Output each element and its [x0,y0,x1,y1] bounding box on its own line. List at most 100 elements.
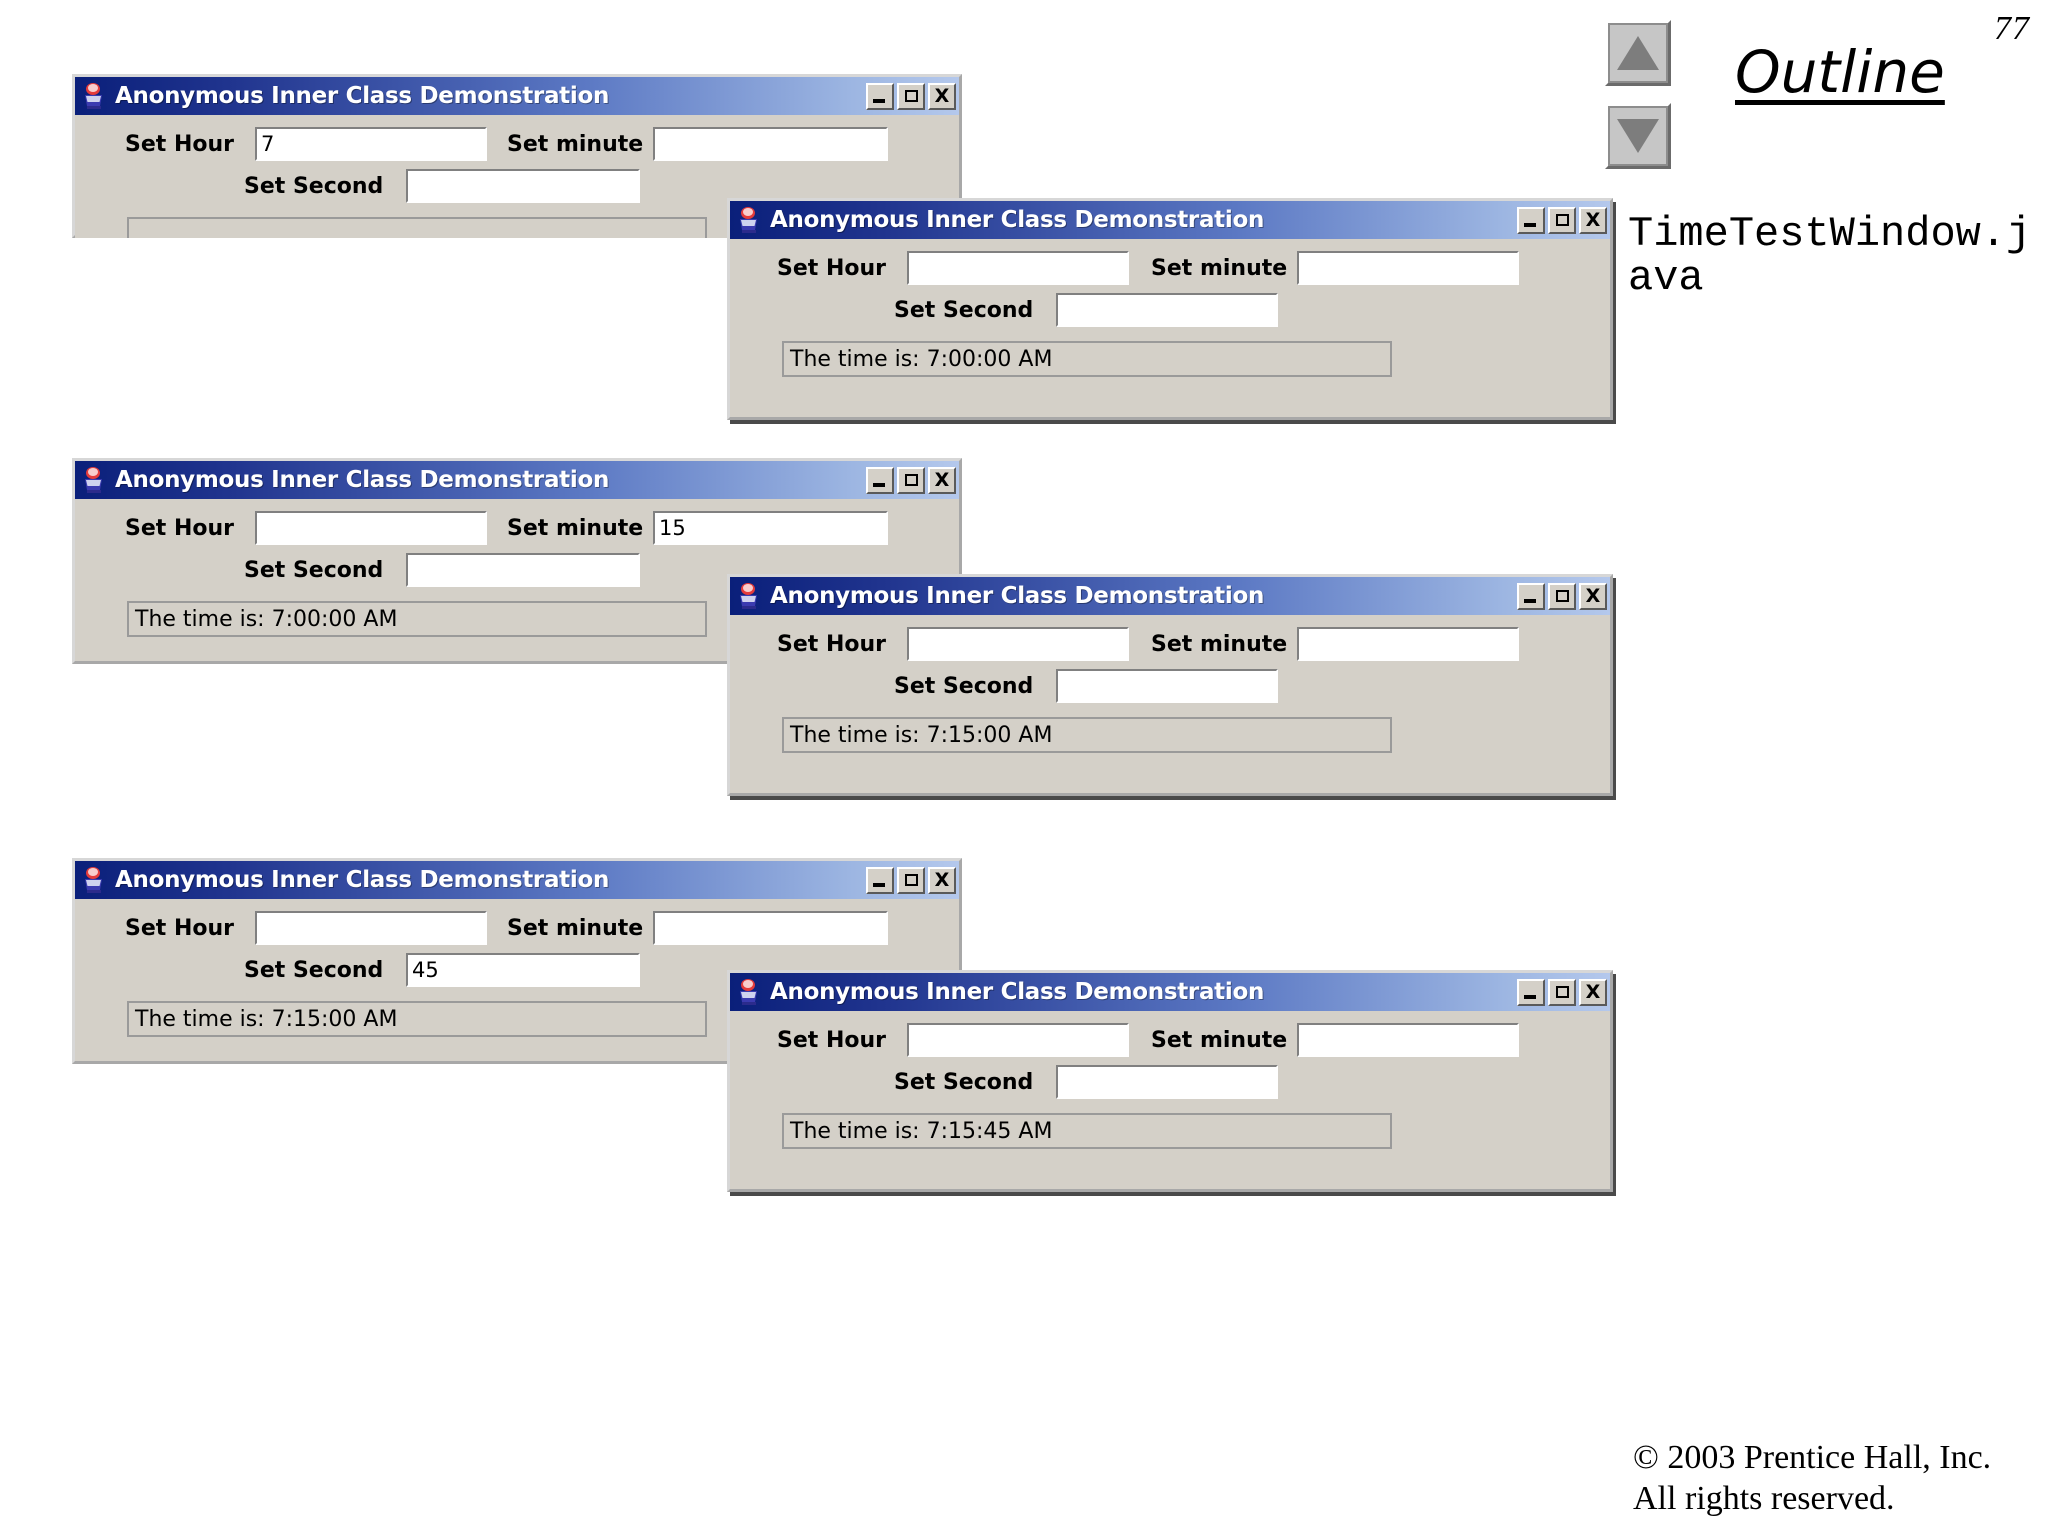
maximize-button[interactable] [1548,206,1576,234]
maximize-button[interactable] [897,866,925,894]
triangle-down-icon[interactable] [1605,103,1671,169]
set-second-input[interactable] [1056,1065,1278,1099]
set-minute-input[interactable]: 15 [653,511,888,545]
source-file-label: TimeTestWindow.java [1628,210,2032,303]
hour-minute-row: Set Hour Set minute [730,615,1610,661]
set-second-label: Set Second [894,1069,1034,1095]
close-button[interactable]: X [928,866,956,894]
set-second-input[interactable] [1056,669,1278,703]
set-second-label: Set Second [894,673,1034,699]
status-bar: The time is: 7:15:00 AM [782,717,1392,753]
swing-window-2[interactable]: Anonymous Inner Class Demonstration X Se… [727,198,1613,420]
minimize-button[interactable] [866,866,894,894]
close-button[interactable]: X [928,82,956,110]
maximize-button[interactable] [897,466,925,494]
set-minute-input[interactable] [653,127,888,161]
window-title: Anonymous Inner Class Demonstration [770,207,1265,233]
window-titlebar[interactable]: Anonymous Inner Class Demonstration X [730,201,1610,239]
java-duke-icon [736,206,762,234]
set-hour-input[interactable] [255,911,487,945]
window-title: Anonymous Inner Class Demonstration [770,979,1265,1005]
window-titlebar[interactable]: Anonymous Inner Class Demonstration X [730,577,1610,615]
java-duke-icon [81,866,107,894]
second-row: Set Second [75,545,959,587]
second-row: Set Second [730,285,1610,327]
close-button[interactable]: X [1579,206,1607,234]
minimize-button[interactable] [1517,978,1545,1006]
set-minute-label: Set minute [507,515,644,541]
maximize-button[interactable] [897,82,925,110]
maximize-icon [1555,986,1569,998]
window-title: Anonymous Inner Class Demonstration [115,467,610,493]
window-controls: X [866,466,956,494]
close-button[interactable]: X [928,466,956,494]
window-title: Anonymous Inner Class Demonstration [770,583,1265,609]
hour-minute-row: Set Hour Set minute [730,239,1610,285]
triangle-up-icon[interactable] [1605,20,1671,86]
close-button[interactable]: X [1579,582,1607,610]
set-minute-label: Set minute [1151,631,1288,657]
window-client-area: Set Hour Set minute 15 Set Second The ti… [75,499,959,655]
hour-minute-row: Set Hour 7 Set minute [75,115,959,161]
minimize-button[interactable] [866,82,894,110]
java-duke-icon [81,466,107,494]
java-duke-icon [81,82,107,110]
set-hour-input[interactable] [907,1023,1129,1057]
set-minute-input[interactable] [653,911,888,945]
set-second-input[interactable] [406,169,640,203]
window-titlebar[interactable]: Anonymous Inner Class Demonstration X [75,77,959,115]
triangle-down-glyph [1617,119,1659,153]
set-hour-label: Set Hour [777,1027,886,1053]
set-hour-input[interactable]: 7 [255,127,487,161]
minimize-button[interactable] [1517,582,1545,610]
minimize-button[interactable] [866,466,894,494]
java-duke-icon [736,582,762,610]
set-hour-input[interactable] [255,511,487,545]
set-minute-label: Set minute [507,915,644,941]
minimize-icon [1524,598,1536,603]
window-client-area: Set Hour Set minute Set Second 45 The ti… [75,899,959,1055]
set-second-label: Set Second [244,173,384,199]
maximize-button[interactable] [1548,978,1576,1006]
status-bar: The time is: 7:15:00 AM [127,1001,707,1037]
status-bar: The time is: 7:00:00 AM [782,341,1392,377]
maximize-icon [904,90,918,102]
minimize-icon [873,882,885,887]
swing-window-4[interactable]: Anonymous Inner Class Demonstration X Se… [727,574,1613,796]
page-title: Outline [1735,38,1945,106]
window-titlebar[interactable]: Anonymous Inner Class Demonstration X [75,461,959,499]
second-row: Set Second [75,161,959,203]
status-bar [127,217,707,238]
page-number: 77 [1994,10,2030,47]
swing-window-5[interactable]: Anonymous Inner Class Demonstration X Se… [72,858,962,1064]
set-second-label: Set Second [244,557,384,583]
minimize-icon [873,98,885,103]
window-title: Anonymous Inner Class Demonstration [115,867,610,893]
window-titlebar[interactable]: Anonymous Inner Class Demonstration X [730,973,1610,1011]
second-row: Set Second [730,661,1610,703]
maximize-button[interactable] [1548,582,1576,610]
maximize-icon [904,474,918,486]
window-controls: X [1517,206,1607,234]
maximize-icon [904,874,918,886]
set-hour-label: Set Hour [777,631,886,657]
minimize-button[interactable] [1517,206,1545,234]
set-minute-input[interactable] [1297,1023,1519,1057]
window-titlebar[interactable]: Anonymous Inner Class Demonstration X [75,861,959,899]
set-second-input[interactable] [406,553,640,587]
set-minute-label: Set minute [1151,1027,1288,1053]
status-bar: The time is: 7:00:00 AM [127,601,707,637]
swing-window-3[interactable]: Anonymous Inner Class Demonstration X Se… [72,458,962,664]
set-minute-input[interactable] [1297,251,1519,285]
set-second-input[interactable]: 45 [406,953,640,987]
set-minute-input[interactable] [1297,627,1519,661]
swing-window-6[interactable]: Anonymous Inner Class Demonstration X Se… [727,970,1613,1192]
set-hour-input[interactable] [907,627,1129,661]
set-hour-input[interactable] [907,251,1129,285]
set-minute-label: Set minute [507,131,644,157]
set-hour-label: Set Hour [777,255,886,281]
hour-minute-row: Set Hour Set minute [75,899,959,945]
set-second-input[interactable] [1056,293,1278,327]
close-button[interactable]: X [1579,978,1607,1006]
